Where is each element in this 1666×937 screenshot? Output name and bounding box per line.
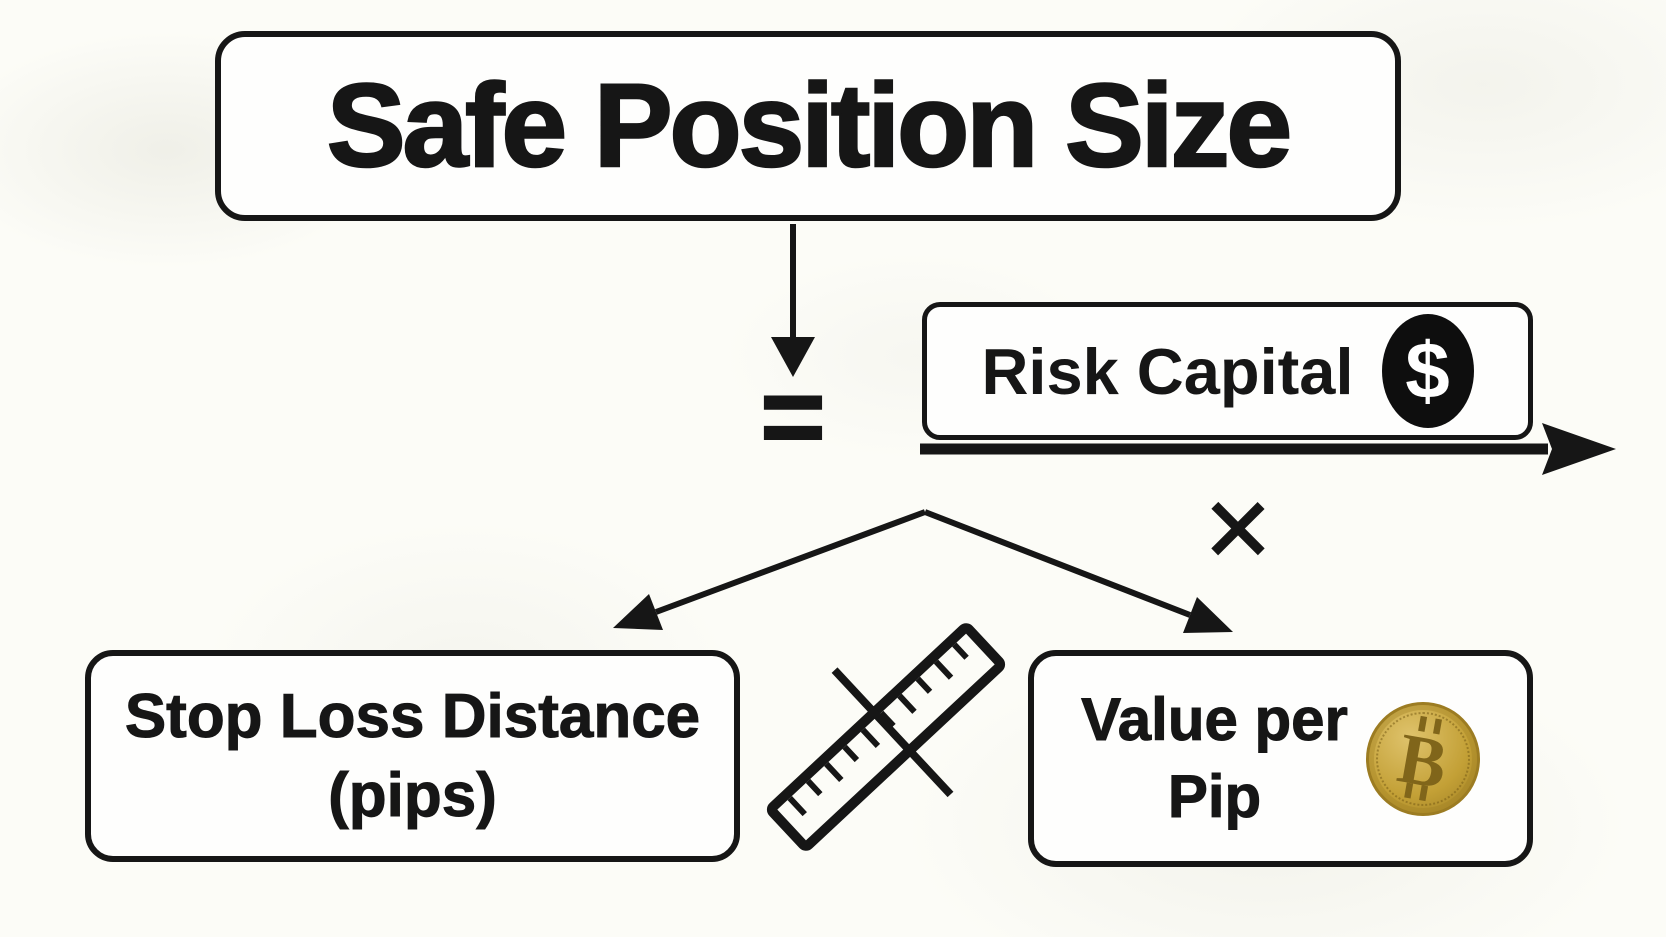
value-per-pip-box: Value per Pip B	[1028, 650, 1533, 867]
stop-loss-line1: Stop Loss Distance	[124, 681, 701, 751]
risk-capital-label: Risk Capital	[981, 334, 1354, 408]
value-per-pip-line1: Value per	[1081, 685, 1349, 753]
value-per-pip-label: Value per Pip	[1081, 682, 1349, 836]
coin-inner-ring	[1375, 711, 1470, 806]
value-per-pip-line2: Pip	[1167, 762, 1262, 830]
equals-sign: =	[759, 354, 826, 479]
risk-capital-box: Risk Capital $	[922, 302, 1533, 440]
ruler-icon	[766, 623, 1006, 851]
arrow-down-left-icon	[613, 509, 927, 630]
dollar-icon: $	[1381, 314, 1474, 428]
title-text: Safe Position Size	[326, 59, 1294, 194]
arrow-down-right-icon	[923, 509, 1233, 633]
stop-loss-box: Stop Loss Distance (pips)	[85, 650, 740, 862]
multiply-sign: ×	[1204, 463, 1273, 592]
fraction-bar-arrow-icon	[920, 423, 1616, 475]
arrow-down-icon	[771, 224, 815, 377]
dollar-symbol: $	[1405, 326, 1450, 415]
bitcoin-coin-icon: B	[1365, 701, 1480, 816]
bitcoin-symbol: B	[1392, 715, 1453, 804]
stop-loss-line2: (pips)	[328, 760, 498, 830]
stop-loss-label: Stop Loss Distance (pips)	[124, 677, 701, 836]
title-box: Safe Position Size	[215, 31, 1401, 221]
